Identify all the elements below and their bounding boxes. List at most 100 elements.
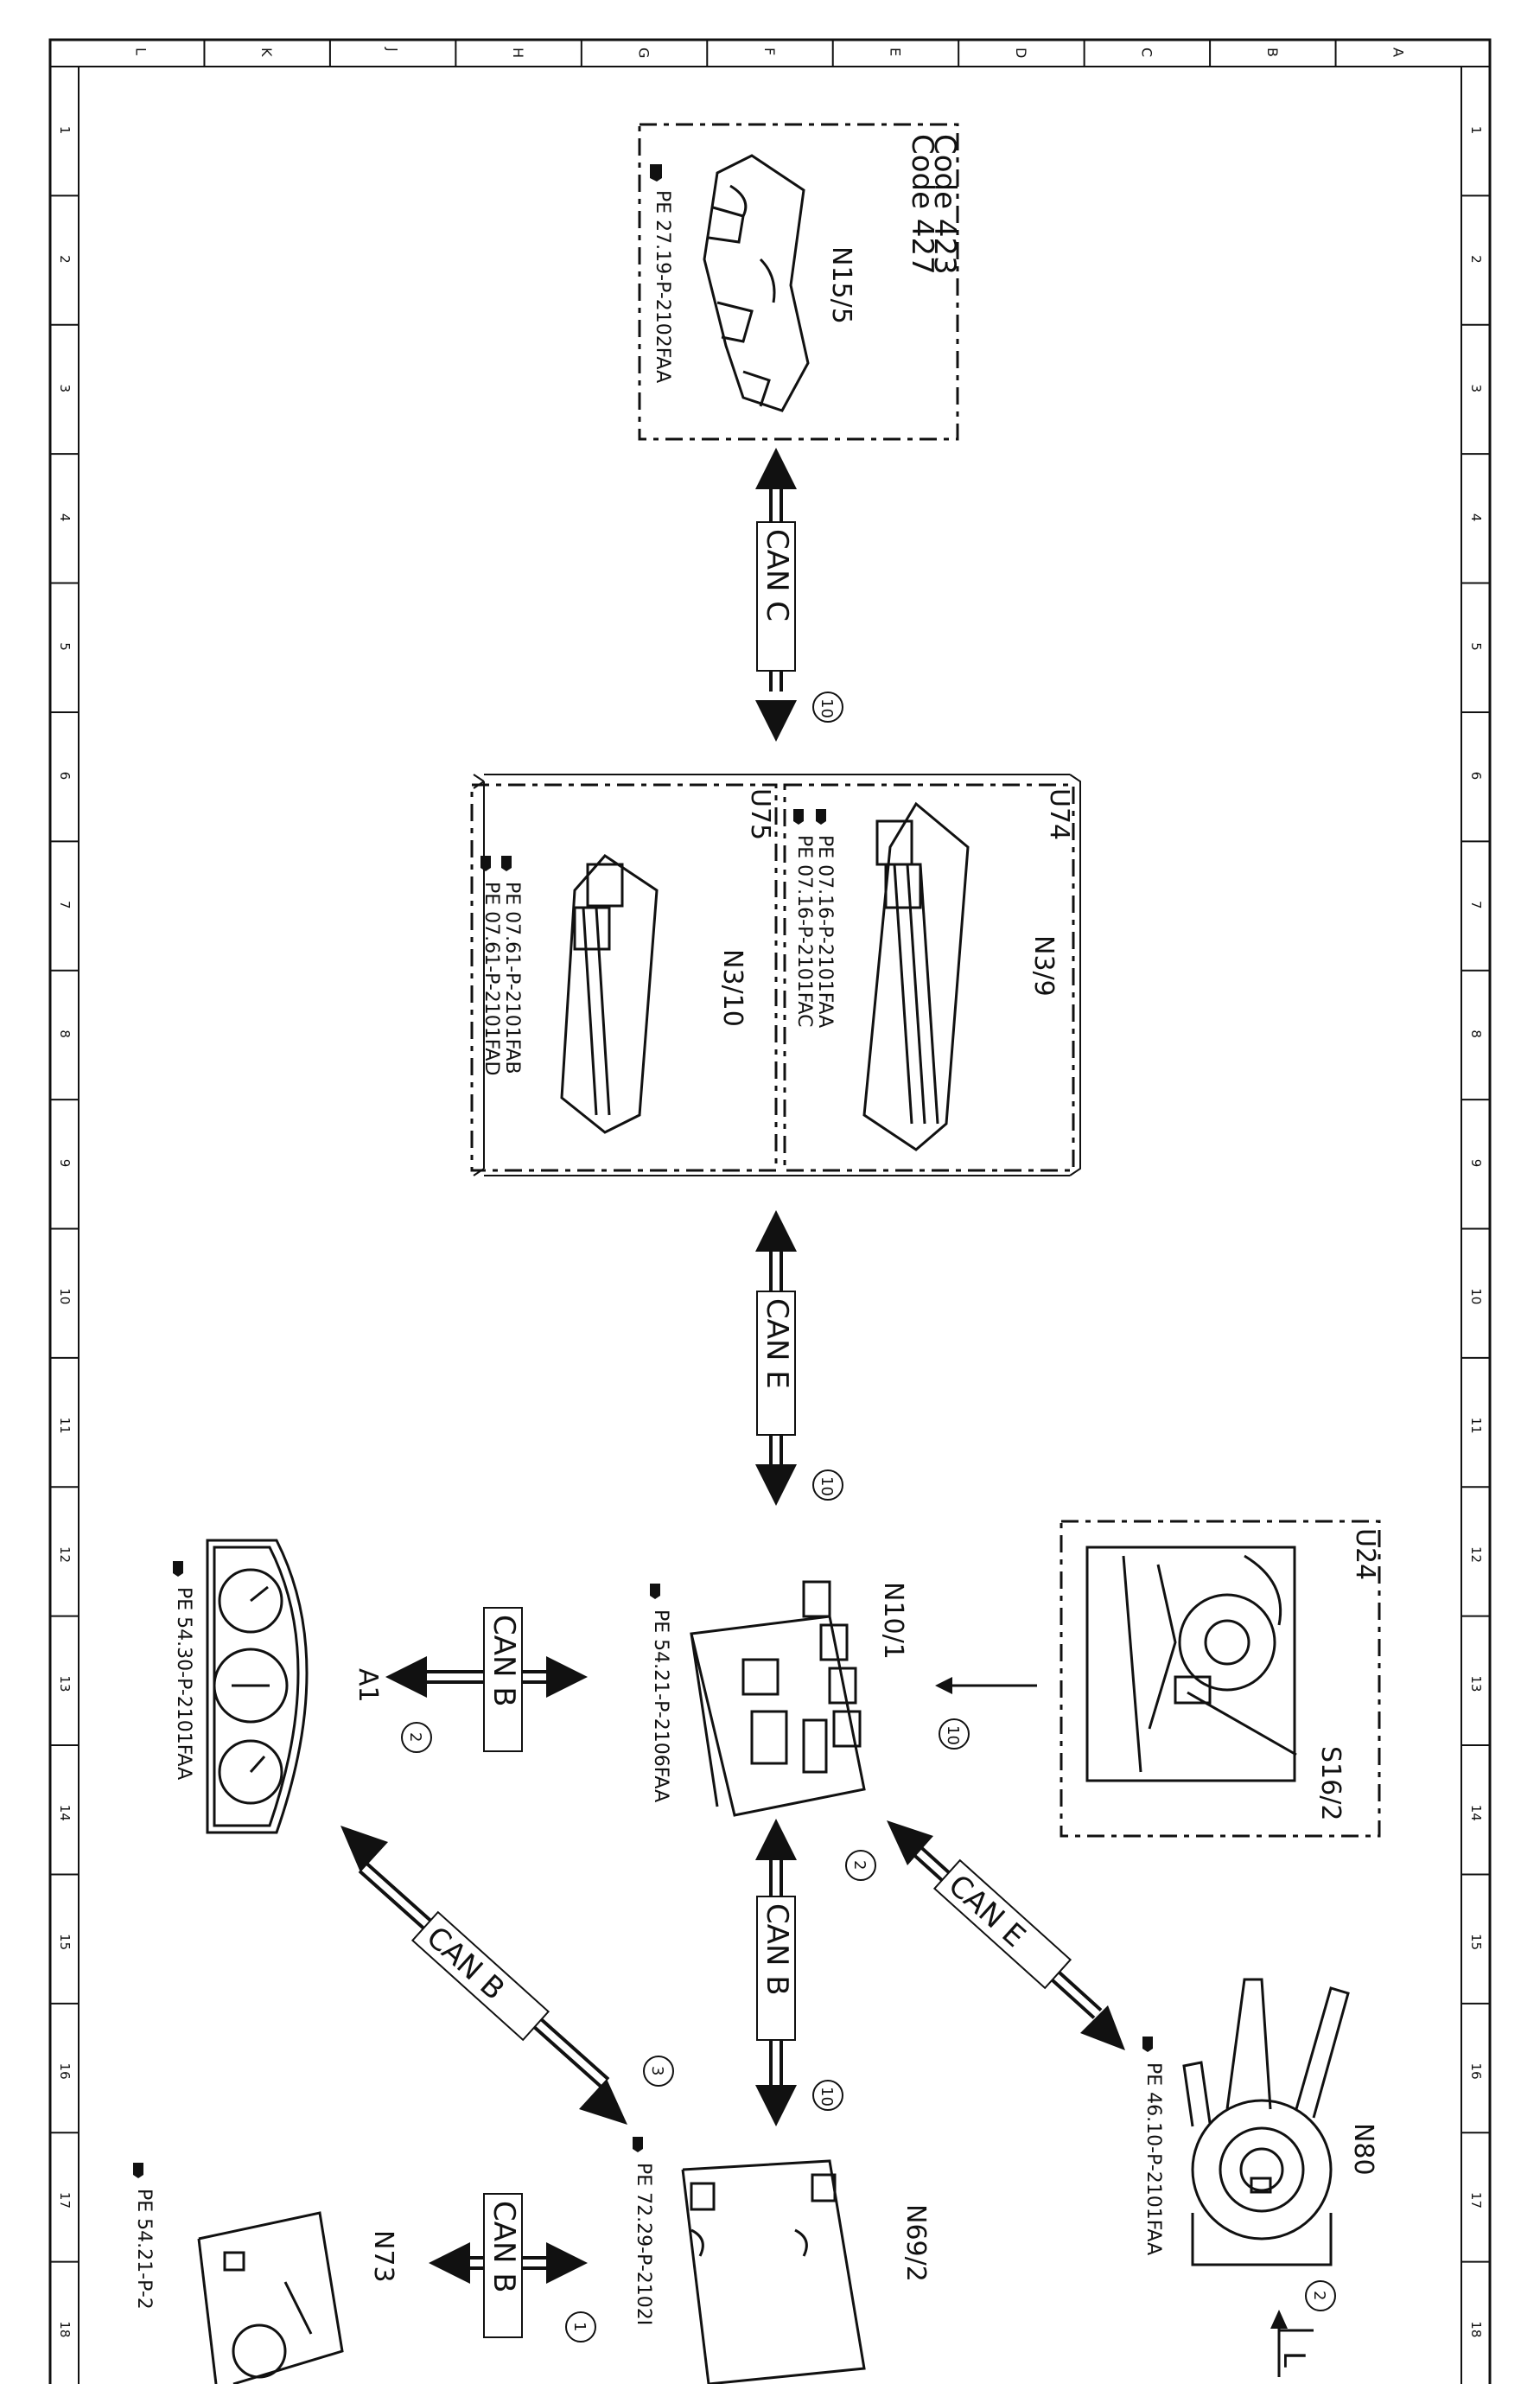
can-c-label: CAN C	[760, 529, 794, 621]
can-e-arrowhead-up	[755, 1210, 797, 1252]
n3-9-label: N3/9	[1028, 935, 1059, 997]
right-column-number-14: 14	[1468, 1805, 1484, 1821]
n69-2-module: N69/2 PE 72.29-P-2102I	[633, 2137, 931, 2384]
right-column-number-16: 16	[1468, 2063, 1484, 2080]
left-column-number-11: 11	[57, 1418, 73, 1434]
n3-9-ecu-drawing	[862, 801, 970, 1151]
svg-text:3: 3	[648, 2066, 666, 2075]
right-column-number-5: 5	[1468, 642, 1484, 651]
right-column-number-1: 1	[1468, 126, 1484, 135]
marker-10-n10-1: 10	[939, 1718, 970, 1750]
can-b-a1-arrow[interactable]: CAN B	[385, 1607, 588, 1752]
u24-module-box: U24 S16/2	[1060, 1520, 1381, 1838]
u74-label: U74	[1044, 788, 1074, 840]
can-c-arrowhead-up	[755, 448, 797, 489]
right-column-number-17: 17	[1468, 2192, 1484, 2209]
right-column-number-11: 11	[1468, 1418, 1484, 1434]
marker-2-n80: 2	[1305, 2280, 1336, 2311]
can-e-arrowhead-down	[755, 1464, 797, 1506]
right-column-number-12: 12	[1468, 1546, 1484, 1563]
n15-5-ref-icon	[650, 164, 662, 182]
row-letter-b: B	[1264, 48, 1281, 57]
n15-5-component-drawing	[703, 154, 810, 412]
marker-10-can-e: 10	[812, 1469, 843, 1501]
right-column-number-7: 7	[1468, 901, 1484, 909]
marker-10-n69: 10	[812, 2080, 843, 2111]
n80-module: N80 PE 46.10-P-2101FAA	[1142, 1978, 1378, 2266]
row-letter-f: F	[761, 48, 778, 55]
marker-3: 3	[643, 2056, 674, 2087]
n15-5-module-box: Code 423 Code 427 N15/5 PE 27.19-P-2102F…	[638, 123, 962, 441]
u75-label: U75	[745, 788, 775, 840]
right-column-number-9: 9	[1468, 1159, 1484, 1168]
right-column-number-3: 3	[1468, 384, 1484, 392]
n3-10-ecu-drawing	[560, 854, 659, 1134]
right-column-number-13: 13	[1468, 1675, 1484, 1692]
n69-2-reference: PE 72.29-P-2102I	[633, 2163, 654, 2325]
row-letter-c: C	[1138, 48, 1155, 57]
a1-reference: PE 54.30-P-2101FAA	[173, 1587, 194, 1780]
right-column-number-15: 15	[1468, 1934, 1484, 1950]
u74-module-box: U74 N3/9 PE 07.16-P-2101FAA PE 07.16-P-2…	[783, 783, 1075, 1172]
row-letter-g: G	[636, 48, 652, 58]
svg-text:10: 10	[818, 1476, 836, 1496]
svg-text:10: 10	[818, 2087, 836, 2107]
n15-5-label: N15/5	[826, 246, 856, 324]
n69-2-control-unit-drawing	[681, 2159, 866, 2384]
right-column-number-6: 6	[1468, 772, 1484, 781]
n10-1-reference: PE 54.21-P-2106FAA	[650, 1610, 671, 1802]
left-column-number-4: 4	[57, 513, 73, 522]
n3-10-label: N3/10	[717, 949, 748, 1027]
n73-ignition-switch-drawing	[197, 2211, 344, 2384]
can-b-n73-arrow[interactable]: CAN B	[429, 2193, 588, 2338]
a1-label: A1	[353, 1668, 383, 1703]
n80-label: N80	[1348, 2123, 1378, 2176]
n3-10-reference-2: PE 07.61-P-2101FAD	[480, 882, 502, 1075]
can-c-bus-arrow[interactable]: CAN C	[755, 448, 797, 742]
left-column-number-13: 13	[57, 1675, 73, 1692]
svg-text:10: 10	[944, 1725, 962, 1745]
continuation-arrow[interactable]: L	[1270, 2310, 1314, 2377]
left-column-number-3: 3	[57, 384, 73, 392]
n80-reference: PE 46.10-P-2101FAA	[1142, 2062, 1164, 2255]
left-column-number-10: 10	[57, 1288, 73, 1304]
left-column-number-17: 17	[57, 2192, 73, 2209]
svg-text:2: 2	[406, 1732, 424, 1742]
can-e-label: CAN E	[760, 1298, 794, 1389]
n15-5-code-423: Code 423	[927, 134, 962, 275]
can-b-diagonal-arrow[interactable]: CAN B	[340, 1826, 627, 2125]
n10-1-label: N10/1	[878, 1582, 908, 1660]
svg-text:2: 2	[850, 1860, 869, 1870]
svg-text:1: 1	[570, 2322, 589, 2331]
left-column-number-6: 6	[57, 772, 73, 781]
row-letter-e: E	[887, 48, 903, 56]
svg-text:10: 10	[818, 698, 836, 718]
row-letter-a: A	[1390, 48, 1406, 57]
n10-1-fuse-box-drawing	[690, 1580, 866, 1817]
left-column-number-12: 12	[57, 1546, 73, 1563]
n3-9-reference-2: PE 07.16-P-2101FAC	[793, 835, 815, 1027]
n10-1-module: N10/1 PE 54.21-P-2106FAA	[650, 1580, 908, 1817]
n15-5-reference: PE 27.19-P-2102FAA	[652, 190, 673, 383]
can-b-n69-arrow[interactable]: CAN B	[755, 1819, 797, 2126]
can-e-diagonal-arrow[interactable]: CAN E	[887, 1820, 1125, 2050]
left-column-number-18: 18	[57, 2321, 73, 2337]
n69-2-label: N69/2	[900, 2204, 931, 2282]
right-column-number-10: 10	[1468, 1288, 1484, 1304]
can-b-diagonal-label: CAN B	[419, 1920, 511, 2007]
row-letter-j: J	[385, 47, 401, 52]
engine-control-group: U74 N3/9 PE 07.16-P-2101FAA PE 07.16-P-2…	[470, 774, 1081, 1176]
can-b-a1-label: CAN B	[487, 1615, 521, 1707]
can-e-diagonal-label: CAN E	[941, 1868, 1032, 1954]
row-letter-d: D	[1013, 48, 1029, 58]
can-e-bus-arrow[interactable]: CAN E	[755, 1210, 797, 1506]
u24-to-n10-1-arrow	[935, 1677, 1037, 1694]
continuation-label: L	[1276, 2351, 1311, 2368]
right-column-number-8: 8	[1468, 1029, 1484, 1038]
marker-1: 1	[565, 2311, 596, 2343]
s16-2-label: S16/2	[1315, 1746, 1346, 1820]
n3-9-reference-1: PE 07.16-P-2101FAA	[814, 835, 836, 1028]
